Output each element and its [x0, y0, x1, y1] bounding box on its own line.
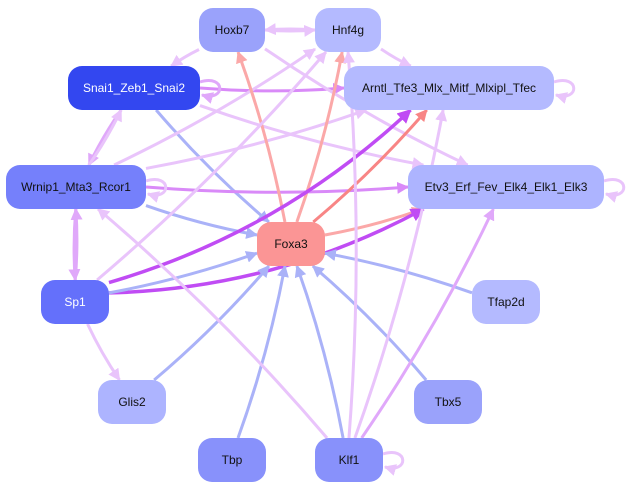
- node-hoxb7[interactable]: Hoxb7: [199, 8, 265, 52]
- node-label: Tbp: [221, 453, 243, 467]
- edge-wrnip1-to-wrnip1: [145, 178, 168, 203]
- edge-wrnip1-to-arntl: [145, 107, 368, 170]
- node-glis2[interactable]: Glis2: [98, 380, 166, 424]
- node-label: Foxa3: [274, 237, 308, 251]
- node-klf1[interactable]: Klf1: [315, 438, 383, 482]
- edge-sp1-to-foxa3: [108, 251, 259, 295]
- edge-klf1-to-arntl: [353, 108, 448, 439]
- node-sp1[interactable]: Sp1: [41, 280, 109, 324]
- edge-klf1-to-foxa3: [294, 264, 345, 439]
- node-label: Etv3_Erf_Fev_Elk4_Elk1_Elk3: [424, 180, 588, 194]
- node-label: Tbx5: [434, 395, 462, 409]
- node-wrnip1[interactable]: Wrnip1_Mta3_Rcor1: [6, 165, 146, 209]
- edge-tbp-to-foxa3: [236, 264, 289, 439]
- node-arntl[interactable]: Arntl_Tfe3_Mlx_Mitf_Mlxipl_Tfec: [344, 66, 554, 110]
- edge-foxa3-to-hnf4g: [295, 50, 347, 223]
- edge-wrnip1-to-sp1: [68, 208, 81, 282]
- node-snai1[interactable]: Snai1_Zeb1_Snai2: [68, 66, 200, 110]
- edge-foxa3-to-arntl: [312, 109, 428, 224]
- node-tfap2d[interactable]: Tfap2d: [472, 280, 540, 324]
- node-label: Hnf4g: [331, 23, 365, 37]
- node-label: Wrnip1_Mta3_Rcor1: [21, 180, 131, 194]
- edge-wrnip1-to-etv3: [145, 181, 410, 194]
- edge-wrnip1-to-snai1: [87, 108, 123, 166]
- node-label: Klf1: [338, 453, 360, 467]
- edge-tfap2d-to-foxa3: [323, 249, 473, 295]
- edge-snai1-to-etv3: [199, 104, 425, 169]
- edge-klf1-to-klf1: [382, 451, 405, 476]
- node-label: Sp1: [64, 295, 86, 309]
- node-foxa3[interactable]: Foxa3: [257, 222, 325, 266]
- edge-sp1-to-etv3: [108, 207, 425, 295]
- edge-sp1-to-hnf4g: [96, 51, 328, 282]
- edge-hoxb7-to-snai1: [170, 48, 200, 68]
- edge-tbx5-to-foxa3: [311, 264, 428, 381]
- edge-hnf4g-to-hoxb7: [263, 23, 316, 36]
- edge-snai1-to-snai1: [199, 79, 222, 104]
- edge-glis2-to-foxa3: [153, 265, 270, 382]
- node-label: Glis2: [118, 395, 146, 409]
- node-label: Hoxb7: [214, 23, 250, 37]
- edge-sp1-to-arntl: [108, 108, 412, 285]
- edge-etv3-to-etv3: [603, 178, 626, 203]
- edge-hnf4g-to-arntl: [380, 47, 412, 68]
- edge-klf1-to-wrnip1: [97, 207, 329, 439]
- edge-hoxb7-to-etv3: [264, 47, 469, 167]
- node-hnf4g[interactable]: Hnf4g: [315, 8, 381, 52]
- edge-sp1-to-glis2: [86, 323, 121, 381]
- edge-foxa3-to-etv3: [324, 206, 425, 237]
- edge-snai1-to-foxa3: [155, 109, 270, 224]
- edge-arntl-to-arntl: [553, 79, 576, 104]
- edge-wrnip1-to-foxa3: [145, 204, 259, 239]
- edge-klf1-to-etv3: [360, 207, 495, 439]
- node-tbx5[interactable]: Tbx5: [414, 380, 482, 424]
- node-etv3[interactable]: Etv3_Erf_Fev_Elk4_Elk1_Elk3: [408, 165, 604, 209]
- node-tbp[interactable]: Tbp: [198, 438, 266, 482]
- edge-foxa3-to-hoxb7: [236, 50, 287, 223]
- edge-snai1-to-arntl: [199, 82, 346, 95]
- node-label: Tfap2d: [487, 295, 525, 309]
- node-label: Snai1_Zeb1_Snai2: [82, 81, 186, 95]
- node-label: Arntl_Tfe3_Mlx_Mitf_Mlxipl_Tfec: [361, 81, 537, 95]
